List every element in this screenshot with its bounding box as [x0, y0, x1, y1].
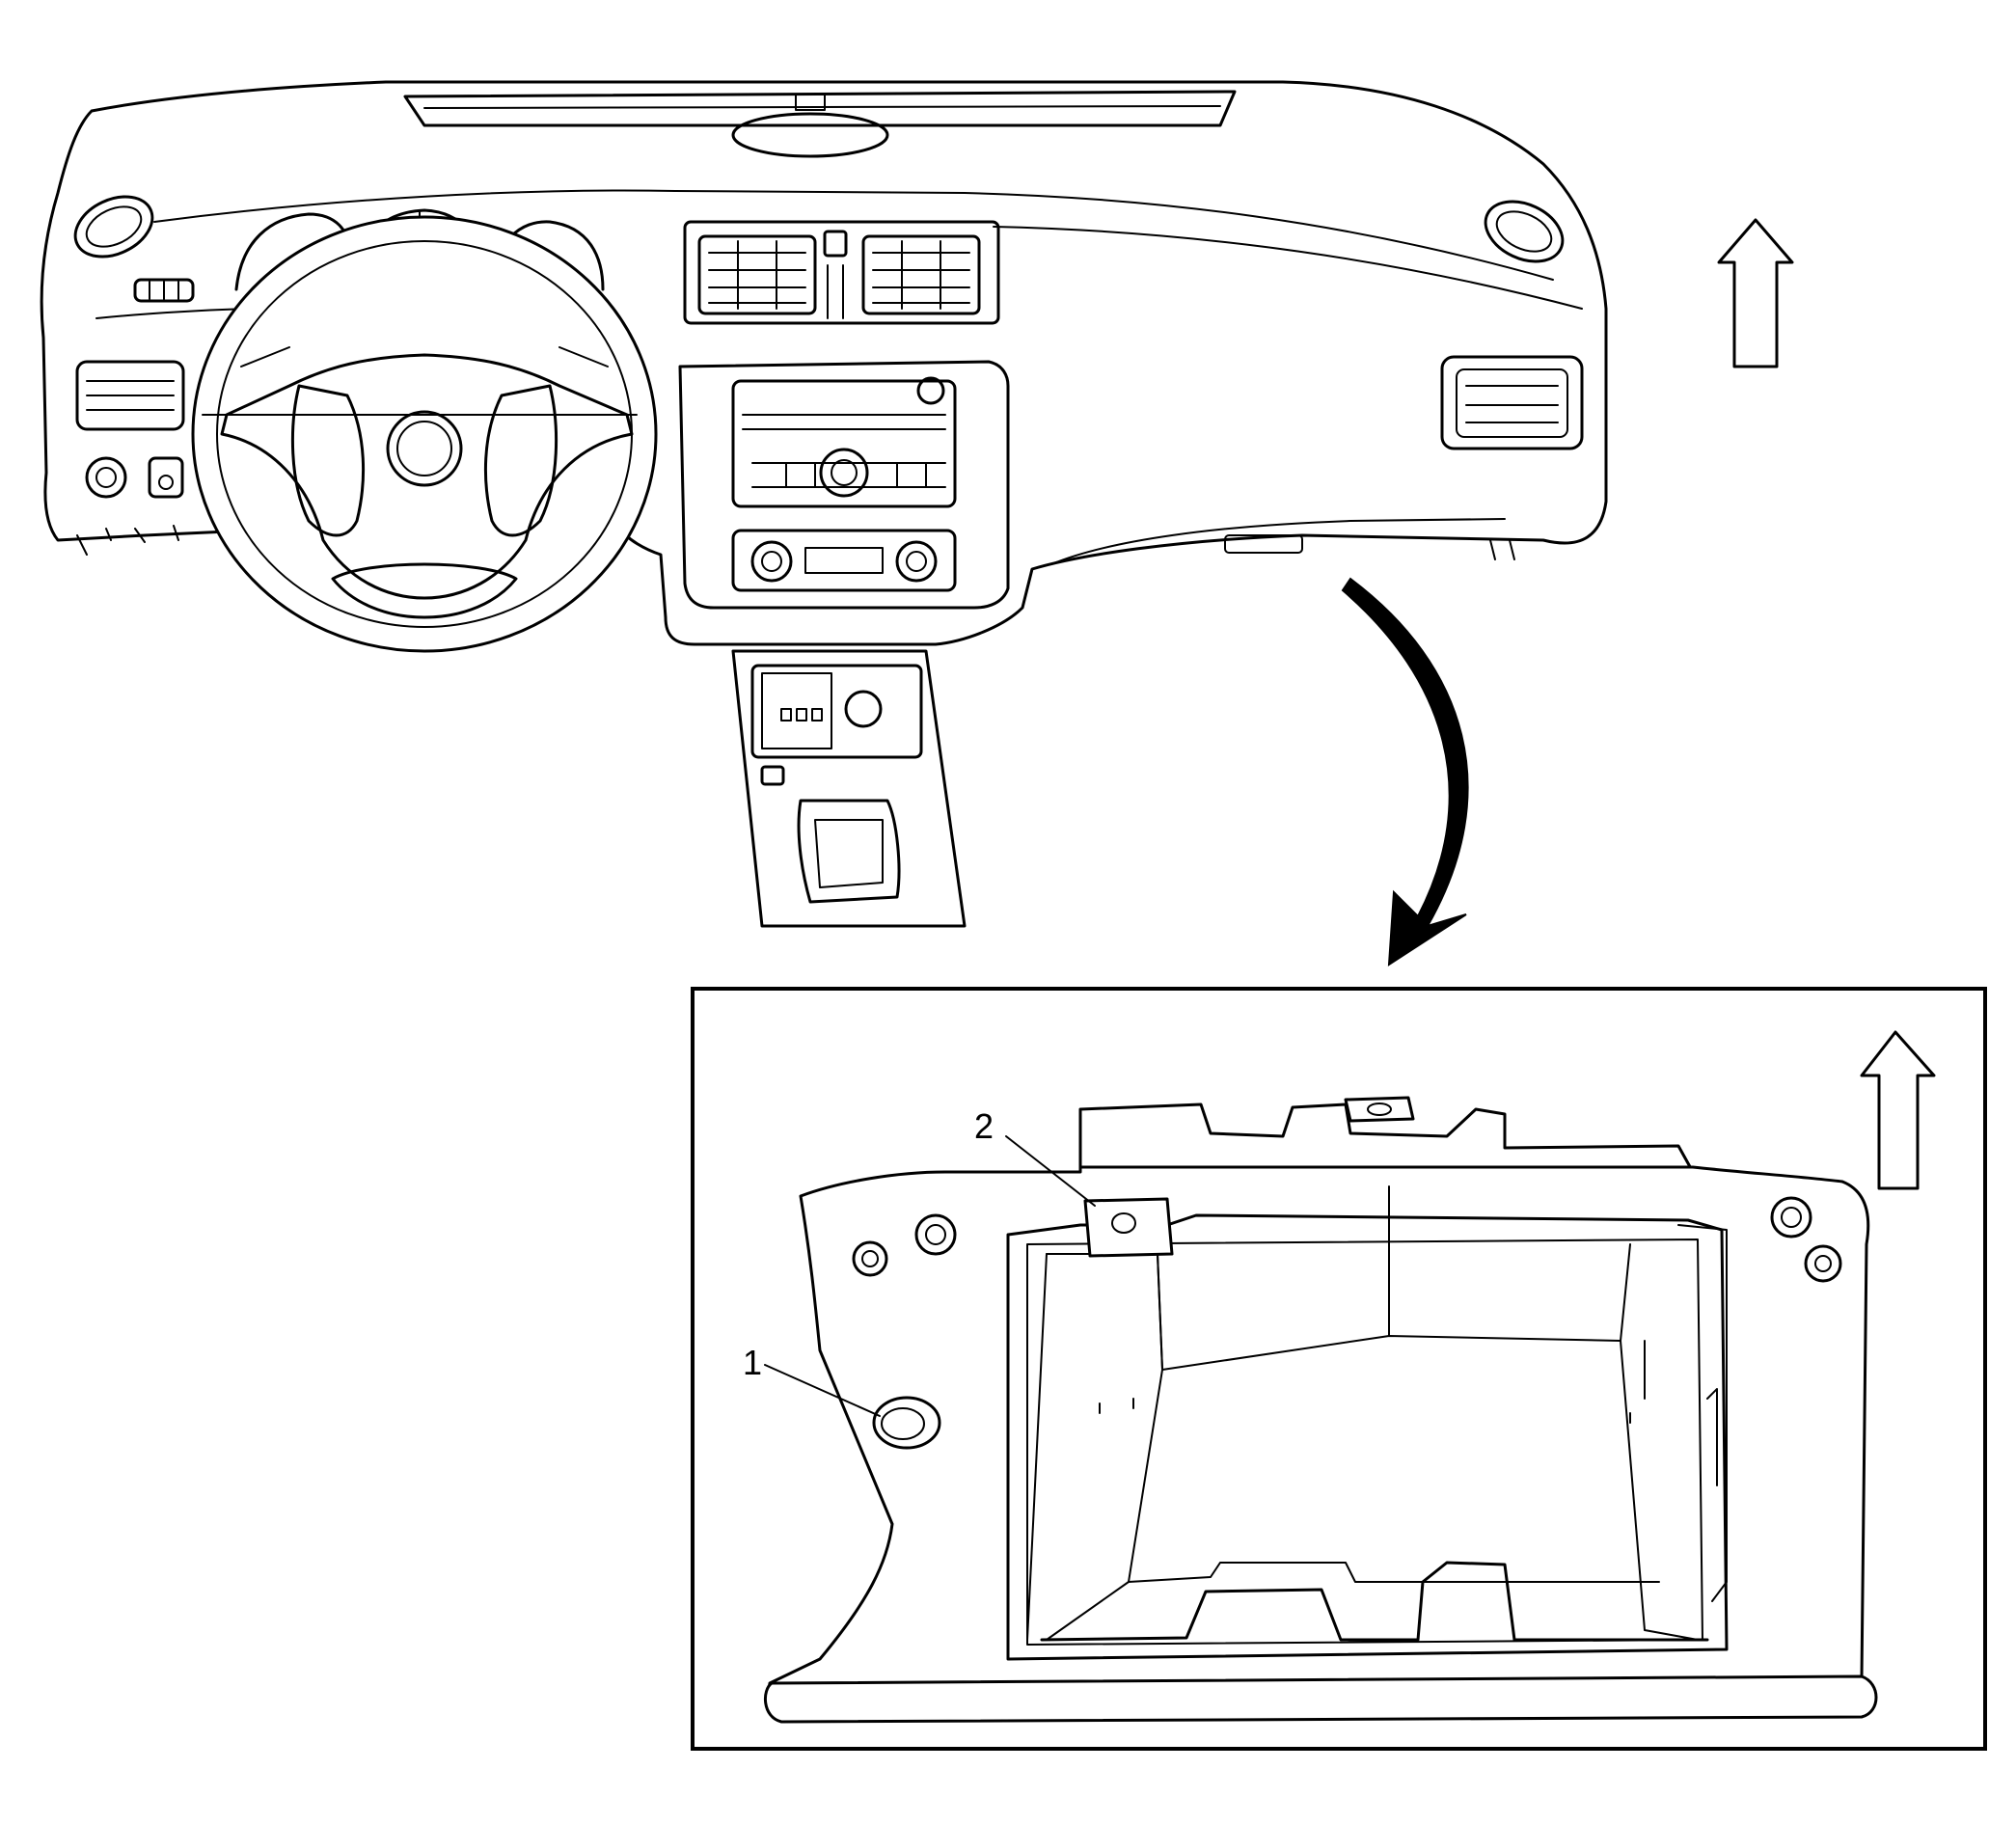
center-stack	[678, 360, 1010, 610]
callout-1-label: 1	[743, 1343, 762, 1382]
fastener-upper-right-2	[1804, 1244, 1842, 1283]
fastener-upper-left-2	[914, 1213, 957, 1256]
center-speaker	[731, 112, 889, 158]
hvac-control-panel	[731, 529, 957, 592]
defroster-grille	[403, 90, 1237, 127]
radio-volume-knob	[819, 448, 869, 498]
fastener-upper-right-1	[1770, 1196, 1812, 1239]
steering-wheel-hub	[386, 410, 463, 487]
glove-box-assembly	[763, 1096, 1878, 1724]
radio-unit	[731, 379, 957, 508]
left-air-outlet	[75, 360, 185, 431]
glove-box-door	[1050, 518, 1506, 565]
front-direction-arrow-icon	[1717, 218, 1794, 368]
detail-inset-frame	[691, 987, 1987, 1751]
console-storage-bin	[750, 664, 923, 759]
glove-box-rear-tab	[1344, 1096, 1415, 1123]
curved-pointer-arrow-icon	[1341, 577, 1469, 966]
hazard-switch	[823, 230, 848, 258]
left-side-speaker	[73, 195, 154, 259]
left-control-switch	[148, 456, 184, 499]
right-side-speaker	[1484, 200, 1565, 263]
floor-console	[731, 649, 967, 928]
inset-front-direction-arrow-icon	[1860, 1030, 1936, 1190]
fastener-upper-left-1	[852, 1240, 888, 1277]
airbag-cover	[290, 384, 366, 537]
steering-wheel	[191, 215, 658, 653]
callout-2: 2	[974, 1106, 1096, 1207]
callout-2-retainer-tab	[1083, 1197, 1174, 1258]
callout-1-fastener	[872, 1396, 941, 1450]
callout-2-label: 2	[974, 1106, 994, 1146]
headlamp-switch	[133, 278, 195, 303]
instrument-panel-assembly	[40, 80, 1608, 928]
callout-1: 1	[743, 1343, 881, 1417]
left-control-knob	[85, 456, 127, 499]
shifter-boot	[797, 799, 901, 904]
right-air-outlet	[1440, 355, 1584, 450]
center-air-outlets	[683, 220, 1000, 325]
